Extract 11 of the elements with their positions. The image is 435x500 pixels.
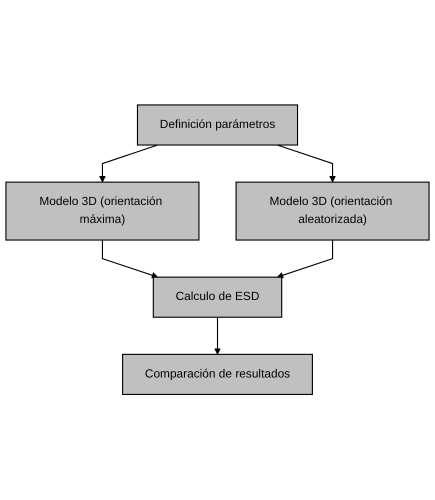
arrow — [214, 318, 221, 355]
flowchart: Definición parámetros Modelo 3D (orientación máxima) Modelo 3D (orientación aleatorizada) Calculo de ESD Comparación de resultados — [0, 99, 435, 401]
arrow — [99, 144, 158, 183]
node-box — [136, 104, 298, 146]
node-box — [5, 182, 200, 241]
arrow — [276, 240, 334, 279]
node-box — [236, 182, 430, 241]
node-box — [152, 276, 282, 318]
arrow — [277, 144, 336, 183]
node-box — [122, 354, 313, 396]
arrow — [102, 240, 158, 279]
